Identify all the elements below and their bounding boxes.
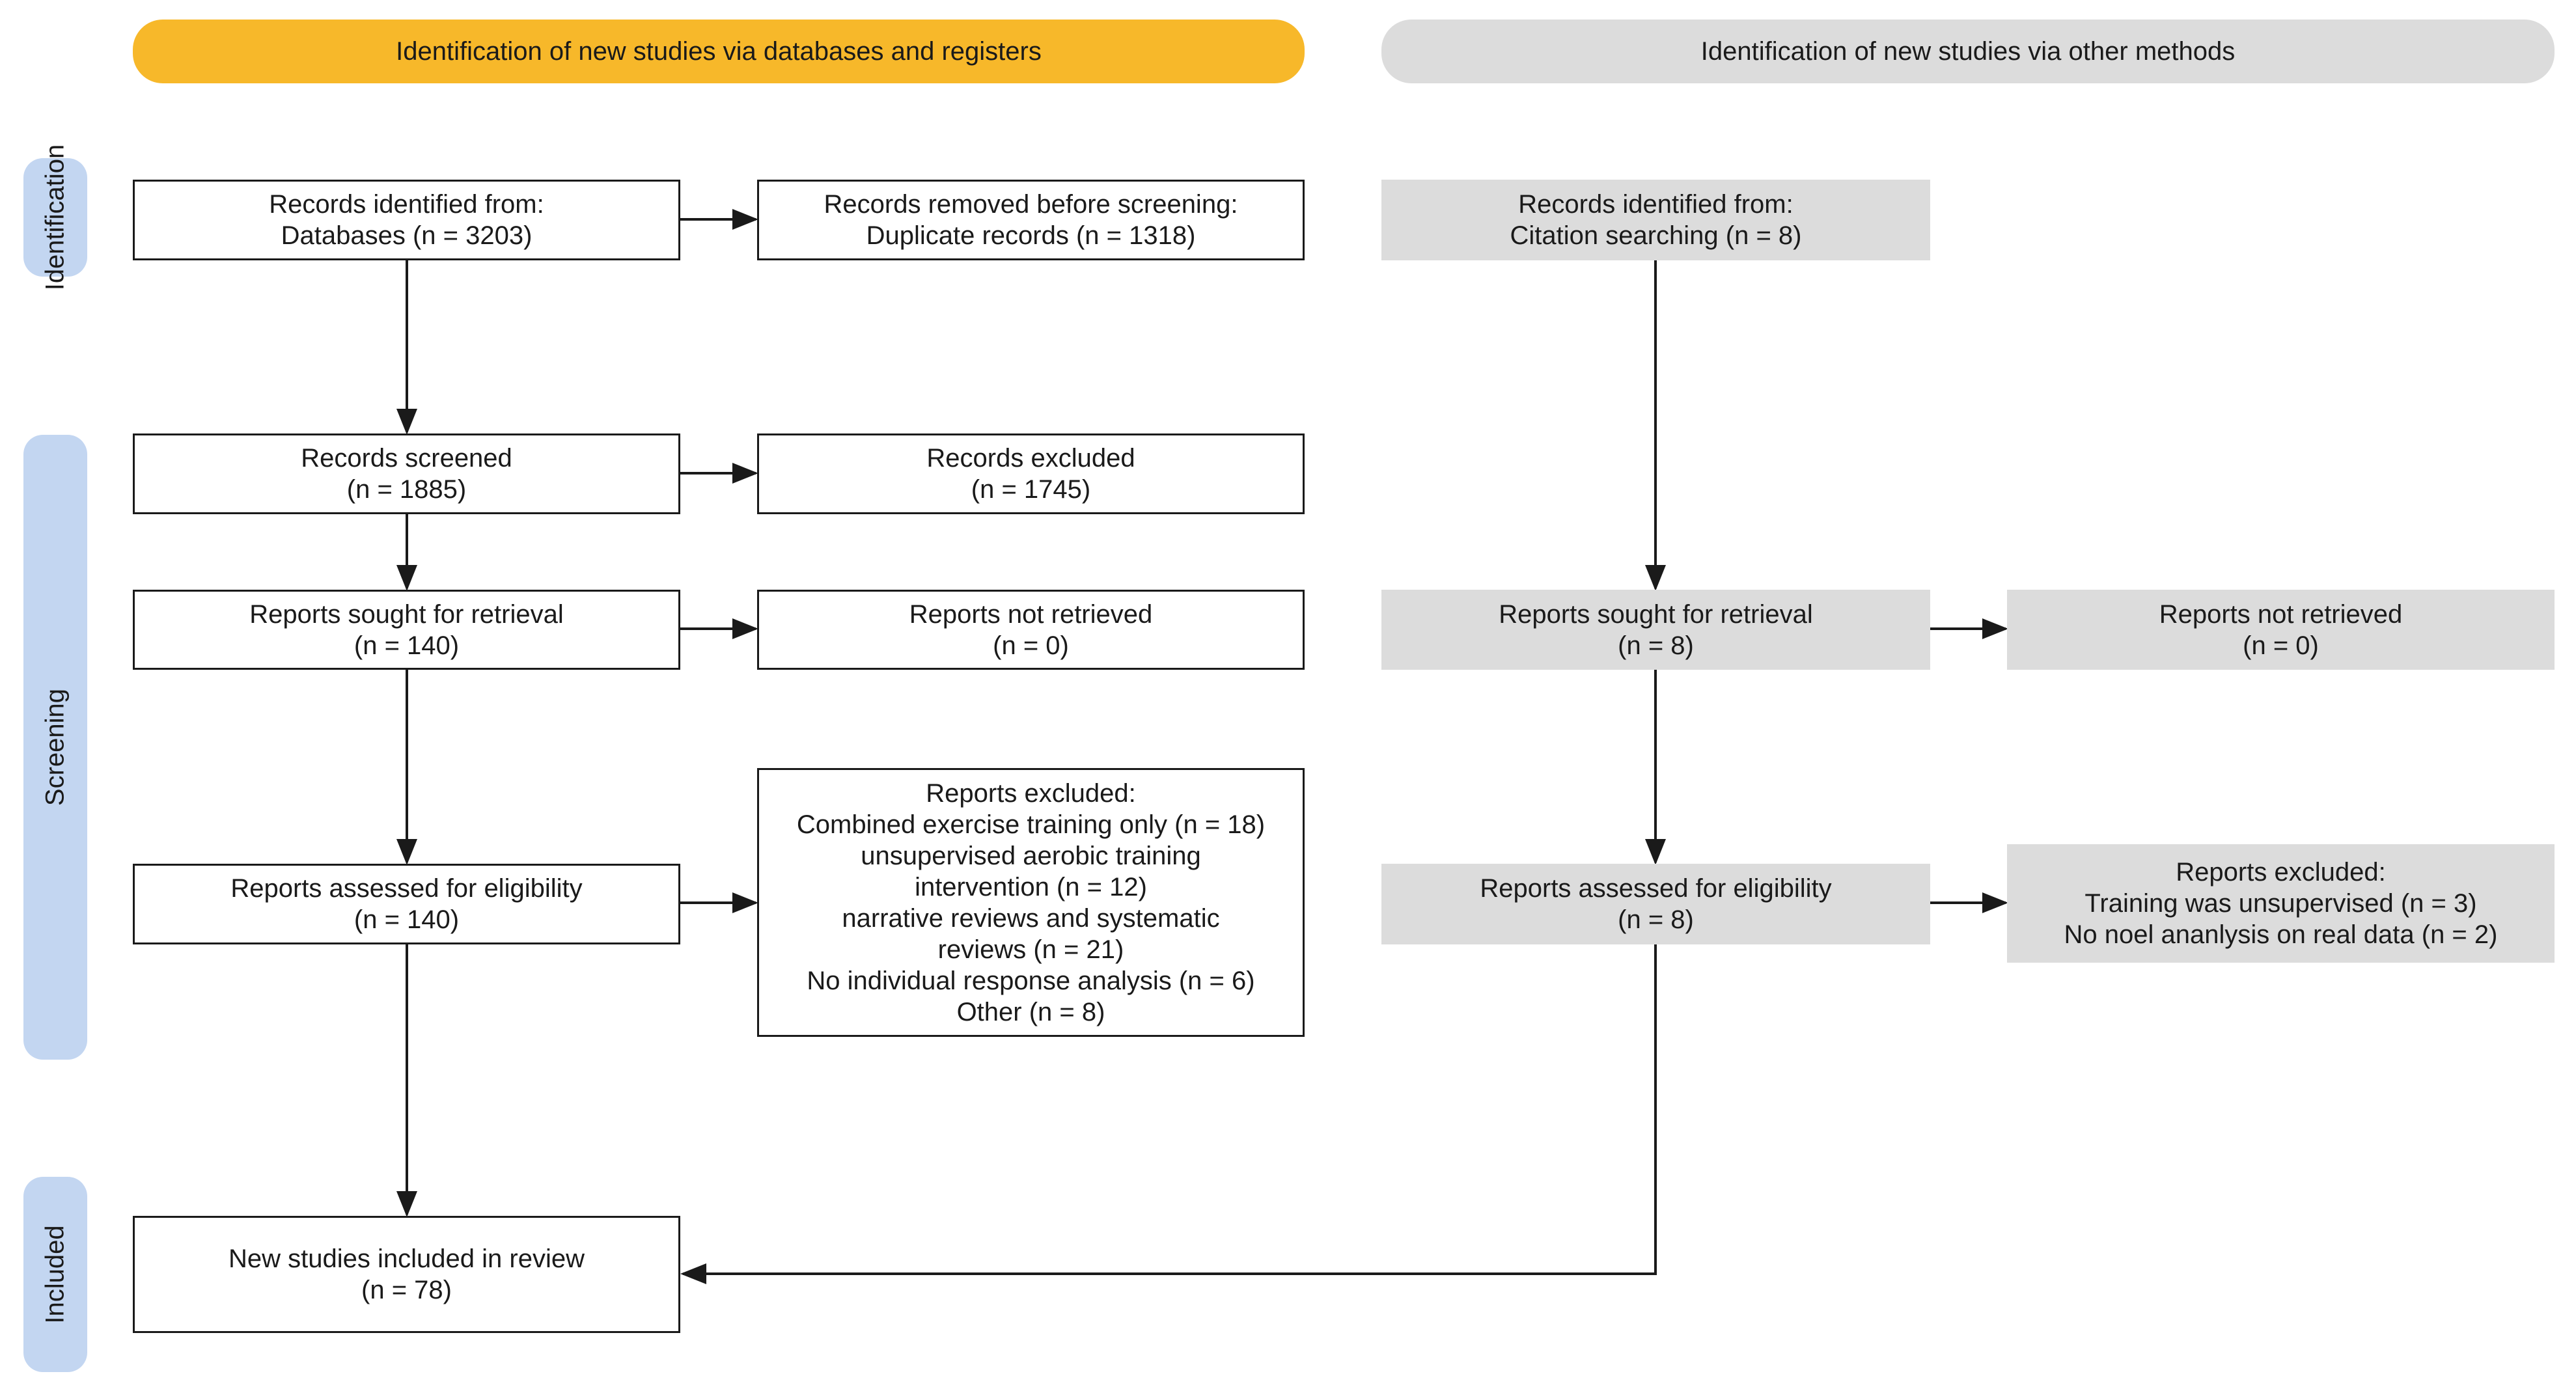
box-line: No noel ananlysis on real data (n = 2) [2064,920,2498,949]
box-line: (n = 140) [353,905,460,934]
studies-included-box: New studies included in review (n = 78) [133,1216,680,1333]
box-line: Reports not retrieved [909,599,1153,629]
box-line: (n = 8) [1618,631,1694,660]
other-reports-sought-box: Reports sought for retrieval (n = 8) [1381,590,1930,670]
box-line: Records identified from: [1518,190,1794,219]
arrow-other-assessed-to-included [680,944,1657,1284]
records-screened-box: Records screened (n = 1885) [133,433,680,514]
box-line: Reports assessed for eligibility [230,874,583,903]
box-line: (n = 0) [993,631,1069,660]
records-identified-citation-box: Records identified from: Citation search… [1381,180,1930,260]
box-line: No individual response analysis (n = 6) [807,966,1255,995]
box-line: Duplicate records (n = 1318) [866,221,1196,250]
phase-identification-label: Identification [40,144,70,291]
box-line: New studies included in review [229,1245,585,1273]
box-line: (n = 78) [361,1276,452,1304]
reports-assessed-box: Reports assessed for eligibility (n = 14… [133,864,680,944]
phase-screening-label: Screening [40,688,70,806]
reports-not-retrieved-box: Reports not retrieved (n = 0) [757,590,1305,670]
box-line: Citation searching (n = 8) [1510,221,1802,250]
box-line: Records screened [301,444,512,473]
box-line: Other (n = 8) [956,997,1105,1026]
box-line: unsupervised aerobic training [861,841,1201,870]
box-line: (n = 8) [1618,905,1694,934]
box-line: Reports excluded: [926,778,1136,808]
box-line: reviews (n = 21) [937,935,1124,964]
box-line: Records excluded [926,444,1135,473]
box-line: narrative reviews and systematic [842,903,1220,933]
box-line: Reports not retrieved [2159,599,2403,629]
reports-excluded-box: Reports excluded: Combined exercise trai… [757,768,1305,1037]
box-line: (n = 1745) [971,475,1091,504]
box-line: Reports assessed for eligibility [1480,874,1832,903]
box-line: intervention (n = 12) [915,872,1147,901]
records-identified-databases-box: Records identified from: Databases (n = … [133,180,680,260]
other-reports-excluded-box: Reports excluded: Training was unsupervi… [2007,844,2555,963]
box-line: Reports excluded: [2176,858,2386,887]
box-line: Reports sought for retrieval [249,599,564,629]
records-excluded-box: Records excluded (n = 1745) [757,433,1305,514]
reports-sought-box: Reports sought for retrieval (n = 140) [133,590,680,670]
header-databases-registers: Identification of new studies via databa… [133,20,1305,83]
box-line: Combined exercise training only (n = 18) [796,810,1266,839]
phase-screening: Screening [23,435,87,1060]
other-reports-assessed-box: Reports assessed for eligibility (n = 8) [1381,864,1930,944]
box-line: (n = 0) [2243,631,2319,660]
phase-included: Included [23,1177,87,1372]
box-line: (n = 140) [353,631,460,660]
phase-identification: Identification [23,144,87,290]
box-line: Reports sought for retrieval [1499,599,1813,629]
box-line: Training was unsupervised (n = 3) [2084,889,2477,918]
box-line: Records removed before screening: [824,190,1238,219]
other-reports-not-retrieved-box: Reports not retrieved (n = 0) [2007,590,2555,670]
box-line: (n = 1885) [346,475,467,504]
box-line: Databases (n = 3203) [281,221,533,250]
header-other-methods: Identification of new studies via other … [1381,20,2555,83]
records-removed-box: Records removed before screening: Duplic… [757,180,1305,260]
phase-included-label: Included [40,1225,70,1324]
box-line: Records identified from: [269,190,544,219]
